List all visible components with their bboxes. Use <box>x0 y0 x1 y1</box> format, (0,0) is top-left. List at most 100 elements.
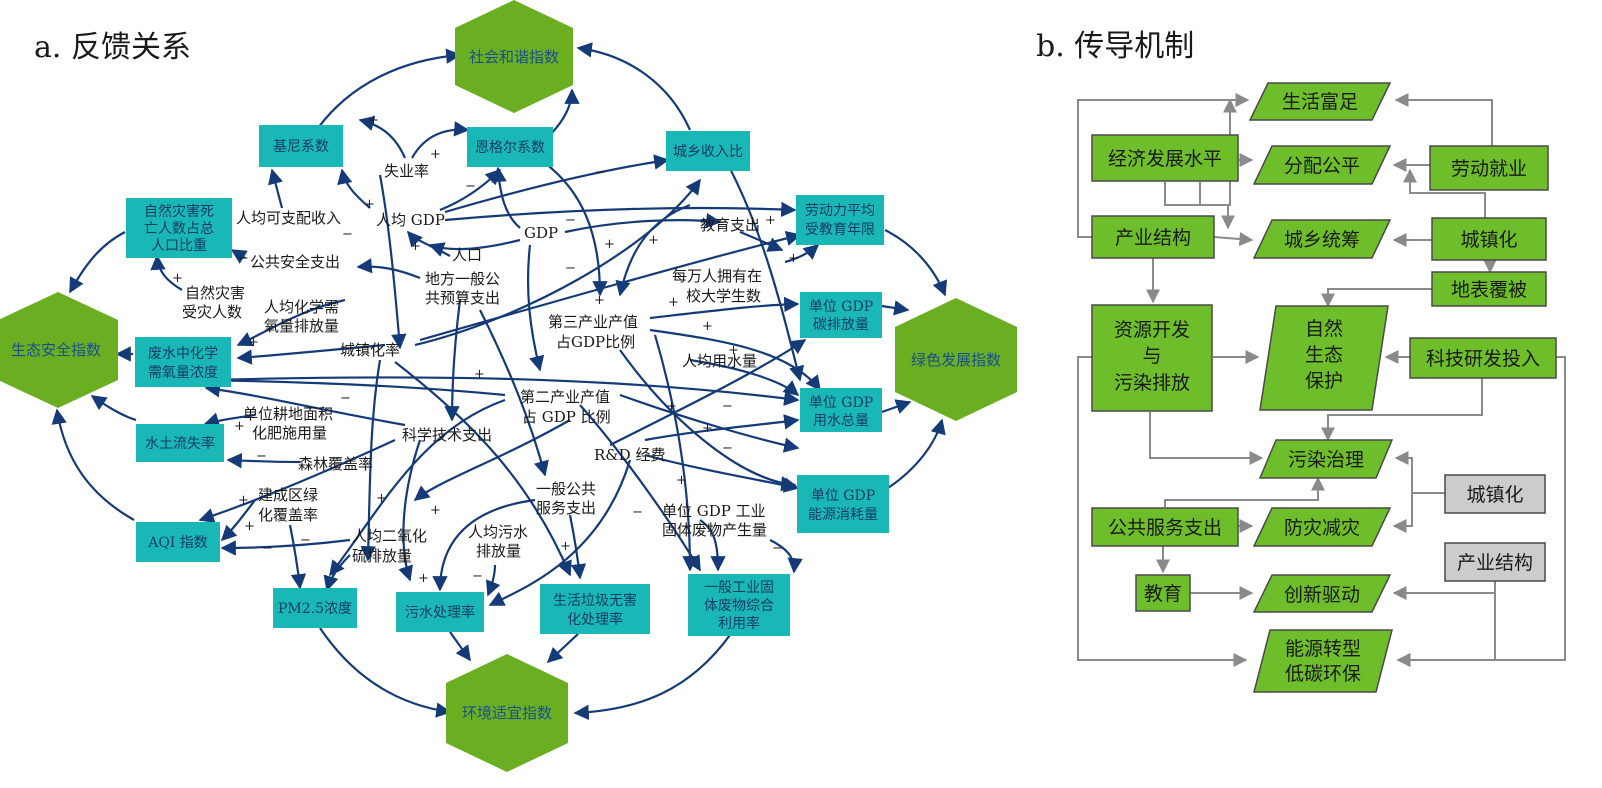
edge-green-aqi <box>220 499 256 542</box>
edge-sewagepc-sewage <box>485 564 501 597</box>
box-soil-loss-label: 水土流失率 <box>145 435 215 452</box>
edge-gini-social <box>317 48 462 129</box>
var-local-budget: 地方一般公 <box>425 270 500 288</box>
box-innovation: 创新驱动 <box>1252 574 1392 613</box>
edge-forest-soil <box>226 452 301 469</box>
edge-edu-tertiary <box>615 203 691 297</box>
box-shape <box>540 584 650 634</box>
var-secondary: 占 GDP 比例 <box>522 408 611 426</box>
box-urbanization-gray: 城镇化 <box>1444 474 1546 514</box>
sign-minus: − <box>300 533 311 548</box>
edge-carbon-green <box>881 300 910 316</box>
box-shape <box>796 195 884 245</box>
edge-resource-pollution <box>1149 412 1264 465</box>
edge-solid-env <box>573 634 731 721</box>
box-shape <box>666 131 750 171</box>
edge-secondary-cod <box>204 372 506 397</box>
box-gini: 基尼系数 <box>259 125 343 167</box>
box-shape <box>126 198 232 258</box>
var-cod-pc: 人均化学需 <box>264 298 339 316</box>
box-aqi-label: AQI 指数 <box>147 535 208 551</box>
box-line: 与 <box>1142 345 1161 367</box>
box-line: 化处理率 <box>567 611 623 628</box>
edge-service-garbage <box>568 514 587 580</box>
sign-plus: + <box>376 491 387 506</box>
box-industry-gray-label: 产业结构 <box>1457 552 1533 574</box>
box-garbage: 生活垃圾无害 化处理率 <box>540 584 650 634</box>
box-education: 教育 <box>1135 574 1191 612</box>
box-gini-label: 基尼系数 <box>273 138 329 155</box>
edge-waterpc-water <box>689 358 800 396</box>
sign-minus: − <box>472 569 483 584</box>
box-shape <box>1091 215 1215 259</box>
edge-unemp-engel <box>411 121 470 159</box>
edge-income-social <box>576 42 692 131</box>
var-secondary: 第二产业产值 <box>520 388 610 406</box>
var-so2-pc: 人均二氧化 <box>352 527 427 545</box>
edge-water-green <box>881 399 912 414</box>
var-green-cover: 化覆盖率 <box>258 506 318 524</box>
edge-so2-aqi <box>220 538 351 556</box>
box-energy-transition: 能源转型 低碳环保 <box>1253 629 1393 693</box>
edge-soil-ecology <box>90 395 137 422</box>
var-water-pc: 人均用水量 <box>682 352 757 370</box>
var-local-budget: 共预算支出 <box>425 289 500 307</box>
variables: 失业率 人均 GDP 人均可支配收入 GDP 教育支出 人口 公共安全支出 地方… <box>182 162 767 565</box>
var-public-safety: 公共安全支出 <box>250 253 340 271</box>
edge-safety-disaster <box>230 249 248 264</box>
edge-edu-students <box>739 230 784 252</box>
edge-budget-service <box>479 309 549 477</box>
box-line: 单位 GDP <box>809 395 873 411</box>
edge-economy-urbanrural <box>1199 182 1235 230</box>
box-disaster-label: 防灾减灾 <box>1284 517 1360 539</box>
hex-social: 社会和谐指数 <box>455 0 573 113</box>
box-shape <box>135 337 231 387</box>
box-shape <box>1091 134 1239 182</box>
box-shape <box>800 388 882 432</box>
box-shape <box>1248 82 1392 121</box>
box-line: 保护 <box>1305 370 1343 392</box>
box-line: 一般工业固 <box>704 580 774 596</box>
box-line: 人口比重 <box>151 238 207 254</box>
var-gdp-pc: 人均 GDP <box>376 211 445 229</box>
edge-rd-carbon <box>609 339 807 446</box>
box-innovation-label: 创新驱动 <box>1284 584 1360 606</box>
var-tertiary: 占GDP比例 <box>556 333 635 351</box>
edge-tertiary-carbon <box>649 296 800 320</box>
box-shape <box>273 588 357 628</box>
edge-engel-tertiary <box>544 162 608 297</box>
box-shape <box>1409 337 1557 379</box>
box-line: 污染排放 <box>1114 372 1190 394</box>
box-public-service-label: 公共服务支出 <box>1108 517 1222 539</box>
sign-plus: + <box>368 113 379 128</box>
panel-a-edges <box>51 42 947 721</box>
edge-urbgray-pollution <box>1394 451 1445 494</box>
edge-rd-water <box>644 414 800 442</box>
sign-plus: + <box>594 293 605 308</box>
var-unemployment: 失业率 <box>384 162 429 180</box>
edge-service-pollution <box>1164 476 1325 507</box>
edge-energy-green <box>887 418 946 489</box>
sign-plus: + <box>648 233 659 248</box>
edge-codpc-cod <box>236 298 346 347</box>
var-natural-disaster: 自然灾害 <box>185 284 245 302</box>
sign-plus: + <box>728 343 739 358</box>
edge-aqi-ecology <box>51 408 135 521</box>
edge-tertiary-energy <box>619 349 797 492</box>
box-urbanization-gray-label: 城镇化 <box>1466 484 1523 506</box>
edge-urb-cod <box>236 343 386 365</box>
box-shape <box>1135 574 1191 612</box>
hexagon-shape <box>0 292 118 408</box>
sign-plus: + <box>410 239 421 254</box>
box-living-label: 生活富足 <box>1282 91 1358 113</box>
edge-secondary-solid <box>579 404 701 572</box>
edge-budget-tech <box>444 299 462 422</box>
box-shape <box>1253 629 1393 693</box>
hexagon-shape <box>455 0 573 113</box>
sign-minus: − <box>262 541 273 556</box>
edge-gdp-edu <box>564 212 722 234</box>
var-tech-spend: 科学技术支出 <box>402 426 492 444</box>
edge-tertiary-water <box>649 328 821 392</box>
edge-industry-urbanrural <box>1213 232 1254 246</box>
edge-gdppc-gini <box>337 168 371 209</box>
